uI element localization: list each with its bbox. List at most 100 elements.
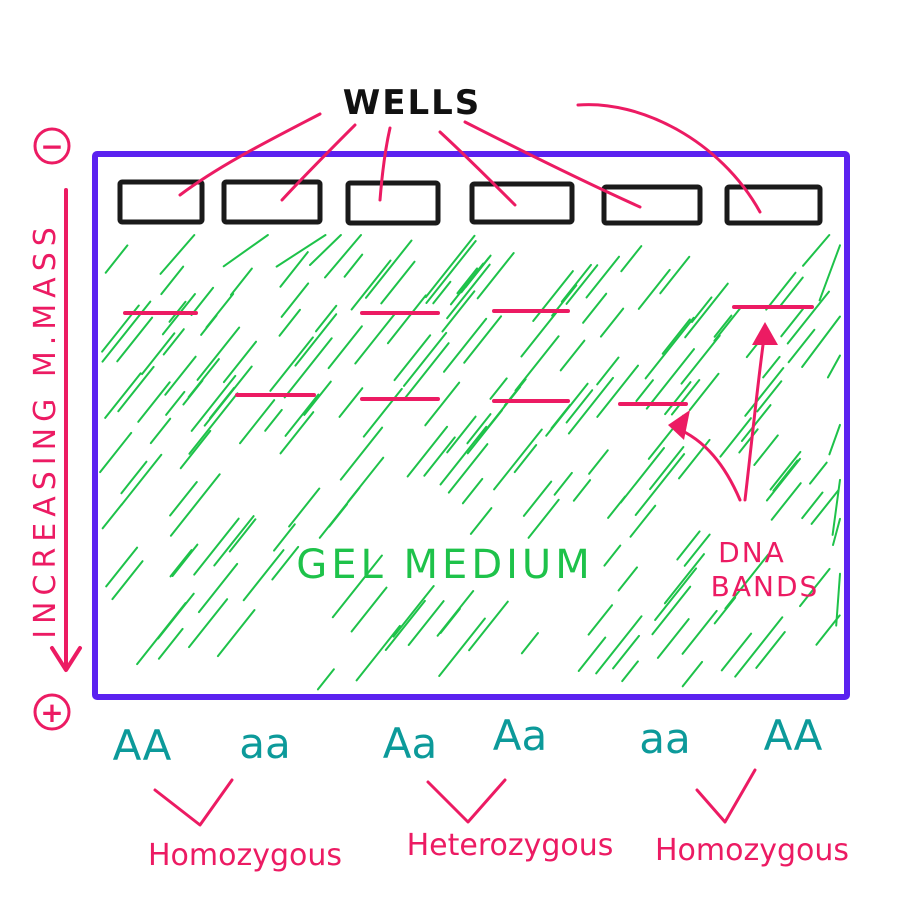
wells-group xyxy=(117,179,823,226)
hatch-stroke xyxy=(645,348,695,410)
hatch-stroke xyxy=(196,326,241,381)
hatch-stroke xyxy=(582,292,608,324)
hatch-stroke xyxy=(229,267,253,296)
positive-electrode-circle xyxy=(33,693,71,731)
hatch-stroke xyxy=(327,325,363,370)
hatch-stroke xyxy=(160,265,185,296)
hatch-stroke xyxy=(99,431,133,474)
hatch-stroke xyxy=(209,386,236,420)
hatch-stroke xyxy=(393,334,432,382)
positive-sign: + xyxy=(40,696,63,729)
hatch-stroke xyxy=(680,334,721,385)
hatch-stroke xyxy=(676,530,701,561)
hatch-stroke xyxy=(338,387,364,418)
hatch-stroke xyxy=(354,311,397,365)
hatch-stroke xyxy=(169,481,198,517)
hatch-stroke xyxy=(577,636,607,672)
hatch-stroke xyxy=(629,504,657,538)
hatch-stroke xyxy=(588,449,609,475)
hatch-stroke xyxy=(350,259,392,311)
hatch-stroke xyxy=(659,255,691,295)
hatch-stroke xyxy=(755,631,786,669)
hatch-stroke xyxy=(294,313,338,367)
hatch-stroke xyxy=(355,624,401,682)
hatch-stroke xyxy=(463,315,503,364)
bracket-group-1 xyxy=(153,778,234,827)
genotype-label-lane-2: aa xyxy=(239,719,290,768)
hatch-stroke xyxy=(720,632,753,672)
genotype-label-lane-6: AA xyxy=(764,711,823,760)
hatch-stroke xyxy=(197,562,239,614)
gel-hatch-texture xyxy=(99,234,841,691)
hatch-stroke xyxy=(162,328,185,356)
arrow-to-upper-band xyxy=(743,328,767,502)
hatch-stroke xyxy=(637,268,671,310)
hatch-stroke xyxy=(169,549,193,578)
hatch-stroke xyxy=(318,486,361,539)
hatch-stroke xyxy=(740,404,772,442)
well-3 xyxy=(345,180,441,226)
hatch-stroke xyxy=(284,393,320,437)
hatch-stroke xyxy=(688,372,720,411)
hatch-stroke xyxy=(596,356,620,386)
hatch-stroke xyxy=(269,336,314,392)
hatch-stroke xyxy=(744,367,785,417)
hatch-stroke xyxy=(753,434,779,466)
hatch-stroke xyxy=(724,553,770,610)
hatch-stroke xyxy=(228,518,257,553)
hatch-stroke xyxy=(439,607,461,634)
hatch-stroke xyxy=(734,616,784,678)
hatch-stroke xyxy=(765,271,797,311)
hatch-stroke xyxy=(288,487,321,528)
genotype-label-lane-5: aa xyxy=(639,714,690,763)
hatch-stroke xyxy=(446,415,477,454)
wells-pointer-2 xyxy=(280,123,357,202)
arrow-head-lower xyxy=(668,410,690,440)
wells-pointer-1 xyxy=(178,112,322,197)
hatch-stroke xyxy=(565,264,599,305)
hatch-stroke xyxy=(213,515,255,567)
hatch-stroke xyxy=(439,425,488,486)
hatch-stroke xyxy=(425,240,477,304)
dna-bands-label-line2: BANDS xyxy=(711,570,820,603)
hatch-stroke xyxy=(802,234,831,267)
hatch-stroke xyxy=(443,317,488,373)
hatch-stroke xyxy=(522,480,553,517)
hatch-stroke xyxy=(424,381,461,427)
hatch-stroke xyxy=(799,567,831,608)
hatch-stroke xyxy=(316,668,335,691)
hatch-stroke xyxy=(769,450,802,491)
hatch-stroke xyxy=(141,332,176,376)
well-6 xyxy=(724,184,823,226)
hatch-stroke xyxy=(362,387,403,438)
dna-bands-group xyxy=(123,305,814,406)
hatch-stroke xyxy=(278,308,301,337)
hatch-stroke xyxy=(595,615,643,675)
hatch-stroke xyxy=(713,314,733,338)
genotype-label-lane-3: Aa xyxy=(383,719,437,768)
hatch-stroke xyxy=(644,316,695,380)
hatch-stroke xyxy=(339,426,384,481)
hatch-stroke xyxy=(585,255,620,299)
hatch-stroke xyxy=(670,379,701,416)
hatch-stroke xyxy=(446,263,491,320)
hatch-stroke xyxy=(136,602,187,666)
hatch-stroke xyxy=(324,234,362,279)
hatch-stroke xyxy=(120,453,163,506)
hatch-stroke xyxy=(514,335,560,392)
hatch-stroke xyxy=(179,429,212,470)
well-4 xyxy=(469,181,575,225)
negative-electrode-circle xyxy=(33,127,71,165)
hatch-stroke xyxy=(407,600,445,646)
hatch-stroke xyxy=(187,358,220,398)
hatch-stroke xyxy=(404,342,450,399)
hatch-stroke xyxy=(171,543,199,577)
hatch-stroke xyxy=(343,253,364,278)
hatch-stroke xyxy=(188,392,239,455)
hatch-stroke xyxy=(190,286,215,316)
hatch-stroke xyxy=(447,443,489,494)
hatch-stroke xyxy=(765,457,801,502)
hatch-stroke xyxy=(651,585,692,636)
arrow-to-lower-band xyxy=(674,426,742,502)
